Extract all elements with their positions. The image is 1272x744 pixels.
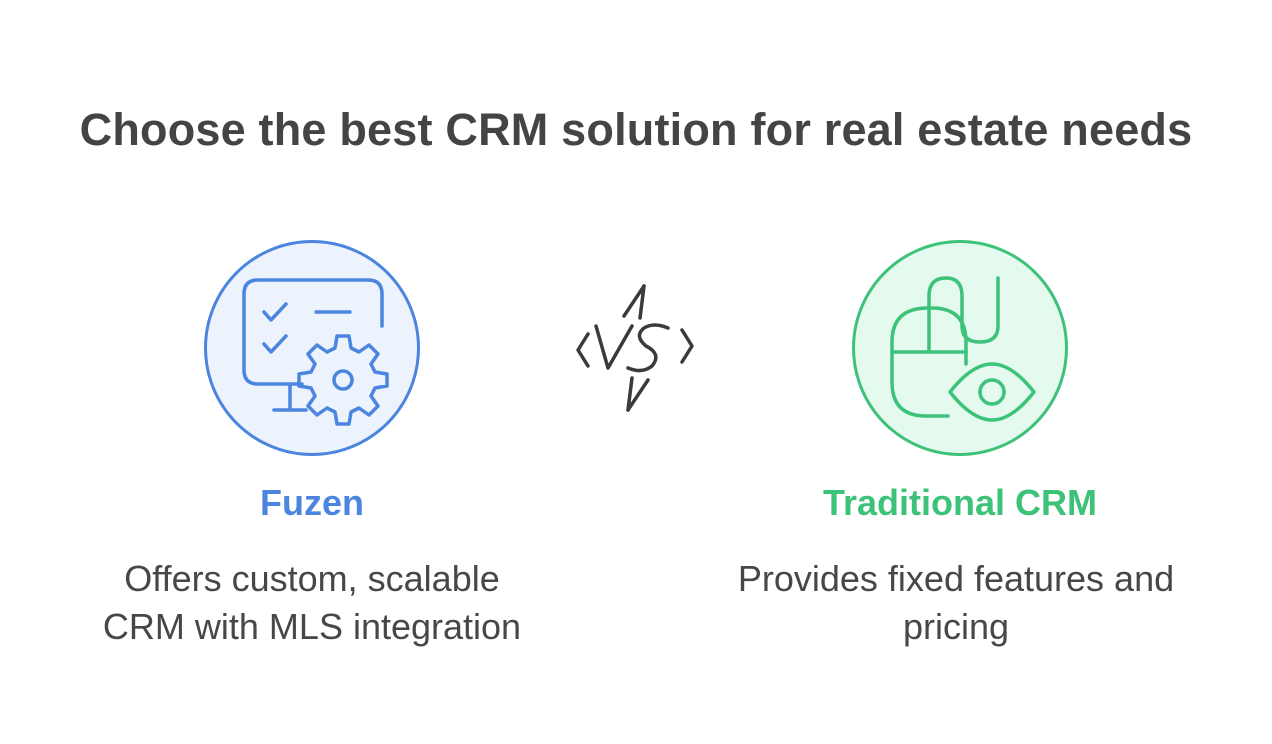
mouse-eye-icon (890, 276, 1036, 422)
vs-icon (572, 280, 700, 421)
traditional-crm-description: Provides fixed features and pricing (696, 555, 1216, 651)
traditional-crm-description-line-1: Provides fixed features and (737, 558, 1175, 599)
traditional-crm-title: Traditional CRM (822, 482, 1097, 523)
fuzen-icon-circle (204, 240, 420, 456)
traditional-crm-icon-circle (852, 240, 1068, 456)
fuzen-description: Offers custom, scalable CRM with MLS int… (62, 555, 562, 651)
fuzen-description-line-2: CRM with MLS integration (102, 606, 522, 647)
page-title: Choose the best CRM solution for real es… (79, 104, 1193, 155)
traditional-crm-description-line-2: pricing (902, 606, 1010, 647)
fuzen-title: Fuzen (260, 482, 364, 523)
monitor-checklist-gear-icon (242, 278, 389, 426)
fuzen-description-line-1: Offers custom, scalable (124, 558, 500, 599)
